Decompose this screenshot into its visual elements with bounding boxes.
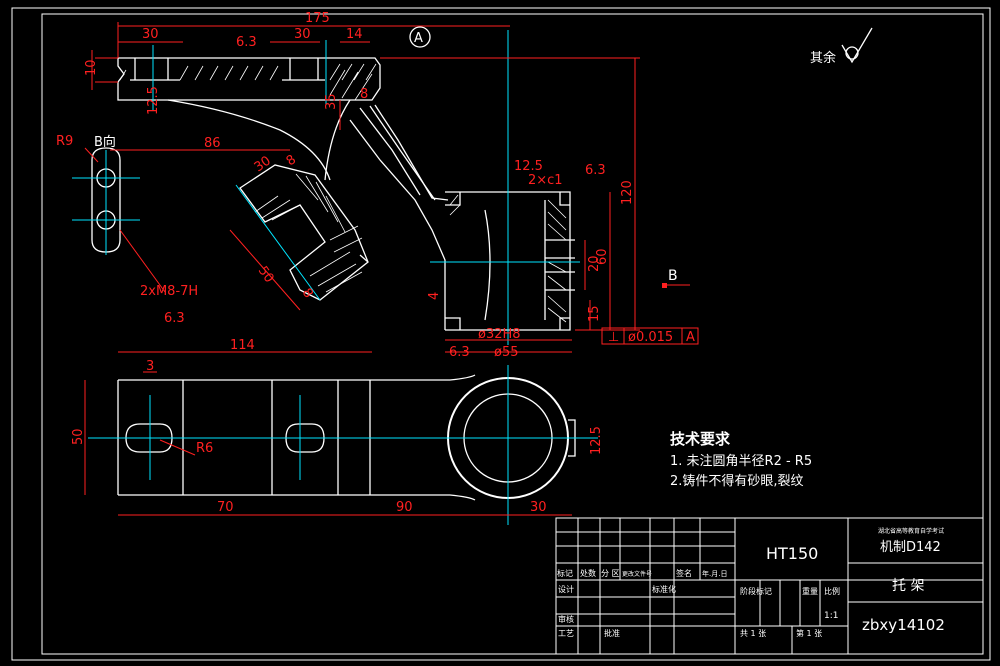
dim-8c: 8 bbox=[299, 286, 316, 301]
tol-symbol: ⊥ bbox=[608, 330, 619, 345]
approve-label: 批准 bbox=[604, 628, 620, 638]
dim-4: 4 bbox=[427, 292, 442, 300]
dim-15: 15 bbox=[587, 305, 602, 322]
sheets-label: 共 1 张 bbox=[740, 629, 766, 638]
dim-90: 90 bbox=[396, 500, 413, 515]
dim-6-3d: 6.3 bbox=[164, 311, 185, 326]
standard-label: 标准化 bbox=[652, 584, 676, 594]
r6-label: R6 bbox=[196, 441, 213, 456]
design-label: 设计 bbox=[558, 584, 574, 594]
dim-12-5c: 12.5 bbox=[589, 426, 604, 455]
material-label: HT150 bbox=[766, 544, 818, 563]
part-name: 托 架 bbox=[892, 578, 924, 594]
dim-70: 70 bbox=[217, 500, 234, 515]
title-block bbox=[555, 517, 984, 655]
h-count: 处数 bbox=[580, 568, 596, 578]
process-label: 工艺 bbox=[558, 629, 574, 638]
dim-30b: 30 bbox=[294, 27, 311, 42]
dim-8a: 8 bbox=[360, 87, 368, 102]
drawing-number: zbxy14102 bbox=[862, 616, 945, 634]
class-name: 机制D142 bbox=[880, 540, 941, 555]
b-view bbox=[72, 147, 140, 255]
dim-20: 20 bbox=[587, 255, 602, 272]
dim-55: ø55 bbox=[494, 345, 519, 360]
tech-req-item2: 2.铸件不得有砂眼,裂纹 bbox=[670, 473, 804, 489]
sheet-no-label: 第 1 张 bbox=[796, 628, 822, 638]
datum-a-circle bbox=[409, 26, 431, 48]
dim-30c: 30 bbox=[252, 153, 274, 175]
dim-50b: 50 bbox=[71, 428, 86, 445]
dim-30a: 30 bbox=[142, 27, 159, 42]
dim-6-3a: 6.3 bbox=[236, 35, 257, 50]
scale-header: 比例 bbox=[824, 586, 840, 596]
rest-roughness-label: 其余 bbox=[810, 50, 836, 66]
slanted-section bbox=[239, 164, 369, 301]
dim-12-5a: 12.5 bbox=[146, 86, 161, 115]
dim-10: 10 bbox=[84, 59, 99, 76]
top-view bbox=[88, 365, 598, 525]
dim-175: 175 bbox=[305, 11, 330, 26]
dim-120: 120 bbox=[620, 180, 635, 205]
h-sign: 签名 bbox=[676, 568, 692, 578]
h-doc: 更改文件号 bbox=[622, 570, 652, 578]
tech-req-item1: 1. 未注圆角半径R2 - R5 bbox=[670, 454, 812, 469]
h-date: 年.月.日 bbox=[702, 569, 727, 578]
review-label: 审核 bbox=[558, 614, 574, 624]
section-b-label: B bbox=[668, 268, 678, 284]
weight-label: 重量 bbox=[802, 586, 818, 596]
tol-value: ø0.015 bbox=[628, 330, 673, 345]
dim-6-3c: 6.3 bbox=[449, 345, 470, 360]
tech-req-title: 技术要求 bbox=[670, 430, 731, 448]
dimension-lines bbox=[84, 22, 699, 516]
tol-datum: A bbox=[686, 330, 695, 345]
h-mark: 标记 bbox=[557, 568, 573, 578]
hub-section bbox=[445, 191, 575, 331]
dim-30d: 30 bbox=[530, 500, 547, 515]
dim-86: 86 bbox=[204, 136, 221, 151]
dim-60: 60 bbox=[595, 248, 610, 265]
h-zone: 分 区 bbox=[601, 569, 620, 578]
dim-14: 14 bbox=[346, 27, 363, 42]
b-view-label: B向 bbox=[94, 134, 116, 150]
dim-8b: 8 bbox=[284, 152, 299, 169]
dim-3: 3 bbox=[146, 359, 154, 374]
dim-2xc1: 2×c1 bbox=[528, 173, 563, 188]
surface-roughness-symbol: 其余 bbox=[810, 27, 873, 66]
front-view bbox=[117, 30, 580, 345]
dim-6-3b: 6.3 bbox=[585, 163, 606, 178]
drawing-border bbox=[41, 13, 984, 655]
dim-12-5b: 12.5 bbox=[514, 159, 543, 174]
scale-value: 1:1 bbox=[824, 611, 838, 621]
datum-a-label: A bbox=[414, 31, 423, 46]
stage-mark-label: 阶段标记 bbox=[740, 586, 772, 596]
dim-35: 35 bbox=[324, 93, 339, 110]
top-plate-hatch bbox=[119, 63, 377, 101]
outer-frame bbox=[11, 7, 991, 661]
school-name: 湖北省高等教育自学考试 bbox=[878, 527, 944, 535]
dim-32h8: ø32H8 bbox=[478, 327, 521, 342]
r9-label: R9 bbox=[56, 134, 73, 149]
dim-50a: 50 bbox=[255, 264, 277, 286]
dim-114: 114 bbox=[230, 338, 255, 353]
m8-label: 2xM8-7H bbox=[140, 284, 198, 299]
